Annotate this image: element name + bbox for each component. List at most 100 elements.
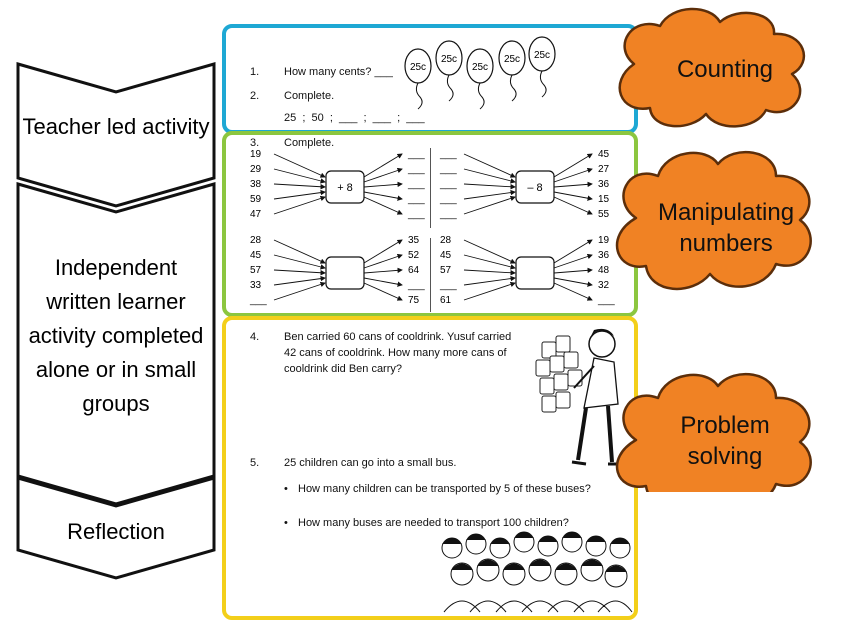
stage-arrow-independent bbox=[16, 182, 216, 506]
output-value: 36 bbox=[598, 179, 610, 190]
q4-line: 42 cans of cooldrink. How many more cans… bbox=[284, 347, 507, 359]
stage-label-teacher: Teacher led activity bbox=[22, 114, 210, 139]
input-value: ___ bbox=[439, 209, 457, 220]
output-value: 55 bbox=[598, 209, 610, 220]
output-value: 36 bbox=[598, 250, 610, 261]
stage-label-independent: Independent written learner activity com… bbox=[28, 255, 204, 416]
cloud-shape-counting bbox=[618, 7, 806, 128]
input-arrow bbox=[273, 183, 326, 190]
bullet-icon: • bbox=[284, 517, 288, 529]
input-value: 38 bbox=[250, 179, 262, 190]
q5-bullet-1: How many children can be transported by … bbox=[298, 483, 591, 495]
output-arrow bbox=[553, 196, 593, 215]
input-arrow bbox=[273, 254, 326, 270]
output-arrow bbox=[363, 267, 403, 274]
q5-text: 25 children can go into a small bus. bbox=[284, 457, 457, 469]
cloud-label-manipulating: Manipulating numbers bbox=[657, 199, 795, 257]
output-value: 19 bbox=[598, 235, 610, 246]
input-value: 59 bbox=[250, 194, 262, 205]
balloon-label: 25c bbox=[441, 54, 457, 65]
bullet-icon: • bbox=[284, 483, 288, 495]
output-arrow bbox=[363, 277, 403, 287]
divider bbox=[430, 148, 431, 228]
operator-label: + 8 bbox=[337, 182, 353, 194]
output-arrow bbox=[363, 153, 403, 178]
output-value: 45 bbox=[598, 149, 610, 160]
input-value: 61 bbox=[440, 295, 452, 306]
q2-text: Complete. bbox=[284, 90, 335, 102]
process-arrows bbox=[16, 62, 216, 580]
output-arrow bbox=[363, 282, 403, 301]
input-arrow bbox=[273, 195, 326, 215]
output-arrow bbox=[553, 253, 593, 269]
output-value: 64 bbox=[408, 265, 420, 276]
output-arrow bbox=[553, 191, 593, 201]
output-arrow bbox=[553, 267, 593, 274]
input-arrow bbox=[273, 269, 326, 276]
balloon: 25c bbox=[404, 48, 432, 110]
input-arrow bbox=[273, 275, 326, 286]
output-value: ___ bbox=[407, 209, 425, 220]
q4-line: cooldrink did Ben carry? bbox=[284, 363, 403, 375]
output-arrow bbox=[553, 153, 593, 178]
input-value: 47 bbox=[250, 209, 262, 220]
balloon-label: 25c bbox=[534, 50, 550, 61]
input-arrow bbox=[463, 183, 516, 190]
output-value: ___ bbox=[407, 149, 425, 160]
cloud-layer bbox=[615, 7, 812, 492]
stage-arrow-reflection bbox=[16, 476, 216, 580]
cloud-label-problem: Problem solving bbox=[680, 412, 770, 470]
children-crowd-illustration bbox=[441, 531, 633, 613]
output-arrow bbox=[363, 253, 403, 269]
input-arrow bbox=[463, 254, 516, 270]
input-arrow bbox=[463, 168, 516, 184]
input-arrow bbox=[273, 281, 326, 301]
cloud-label-counting: Counting bbox=[676, 56, 774, 83]
input-value: ___ bbox=[439, 194, 457, 205]
output-value: 48 bbox=[598, 265, 610, 276]
input-arrow bbox=[273, 239, 326, 264]
input-value: ___ bbox=[249, 295, 267, 306]
balloon: 25c bbox=[435, 40, 463, 102]
input-arrow bbox=[273, 168, 326, 184]
output-arrow bbox=[553, 277, 593, 287]
balloon-label: 25c bbox=[472, 62, 488, 73]
output-arrow bbox=[363, 196, 403, 215]
input-arrow bbox=[463, 239, 516, 264]
output-value: 52 bbox=[408, 250, 420, 261]
balloon-label: 25c bbox=[504, 54, 520, 65]
q3-number: 3. bbox=[250, 137, 260, 149]
input-value: 28 bbox=[250, 235, 262, 246]
q5-number: 5. bbox=[250, 457, 260, 469]
input-value: ___ bbox=[439, 280, 457, 291]
input-value: ___ bbox=[439, 164, 457, 175]
input-arrow bbox=[463, 189, 516, 200]
balloon: 25c bbox=[466, 48, 494, 110]
output-arrow bbox=[553, 181, 593, 188]
balloons-illustration: 25c 25c 25c 25c 25c bbox=[404, 36, 556, 110]
input-value: 45 bbox=[440, 250, 452, 261]
input-value: 33 bbox=[250, 280, 262, 291]
output-arrow bbox=[363, 181, 403, 188]
cloud-shape-manipulating bbox=[615, 150, 812, 291]
output-value: 32 bbox=[598, 280, 610, 291]
input-value: ___ bbox=[439, 179, 457, 190]
output-value: ___ bbox=[407, 194, 425, 205]
q2-number: 2. bbox=[250, 90, 260, 102]
input-value: 57 bbox=[440, 265, 452, 276]
output-arrow bbox=[363, 167, 403, 183]
q4-number: 4. bbox=[250, 331, 260, 343]
input-value: 57 bbox=[250, 265, 262, 276]
input-arrow bbox=[463, 269, 516, 276]
input-arrow bbox=[463, 153, 516, 178]
input-arrow bbox=[463, 195, 516, 215]
output-value: 27 bbox=[598, 164, 610, 175]
output-value: ___ bbox=[407, 179, 425, 190]
input-arrow bbox=[273, 189, 326, 200]
operator-box bbox=[325, 256, 365, 290]
